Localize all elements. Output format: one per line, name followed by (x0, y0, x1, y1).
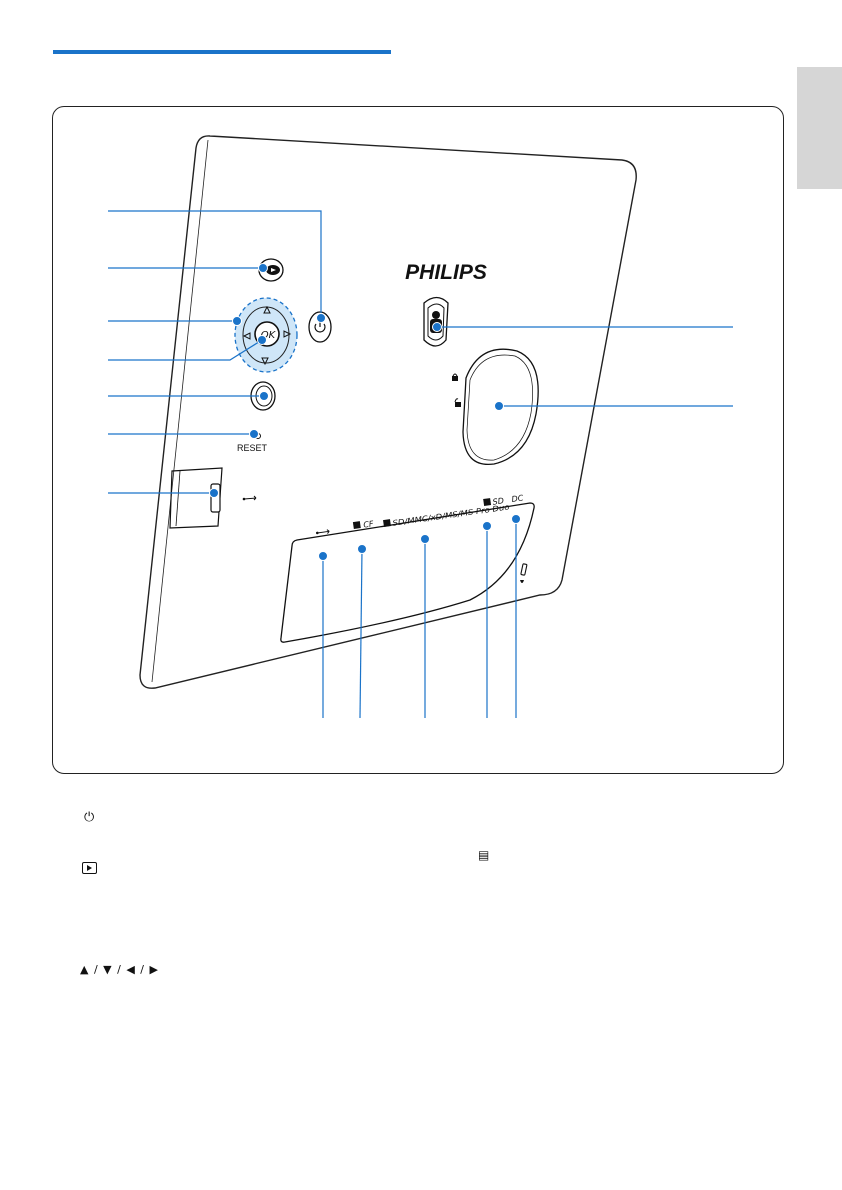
device-bezel-edge (151, 139, 209, 683)
callout-power (108, 210, 322, 318)
dot-port-usb (318, 551, 328, 561)
dot-menu (259, 391, 269, 401)
right-arrow-icon (283, 330, 292, 338)
down-arrow-icon (261, 357, 269, 366)
dot-ok (257, 335, 267, 345)
callout-dots (209, 263, 521, 561)
device-body (139, 135, 637, 689)
slideshow-icon (271, 268, 276, 272)
brand-logo: PHILIPS (405, 261, 487, 284)
port-panel (280, 502, 535, 643)
card-icon (383, 519, 391, 527)
header-accent-bar (53, 50, 391, 54)
legend-power-icon: ⏻ (84, 810, 95, 825)
up-arrow-icon (263, 305, 271, 314)
lock-icon (452, 373, 458, 381)
dot-port-dc (511, 514, 521, 524)
dot-stand (494, 401, 504, 411)
sd-slot-label: SD (483, 496, 504, 507)
dot-power (316, 313, 326, 323)
dc-label: DC (511, 493, 524, 504)
wall-mount-hole (423, 296, 449, 347)
unlock-icon (454, 398, 461, 407)
card-icon (483, 498, 492, 506)
dc-power-icon (520, 563, 528, 583)
dot-navigation (232, 316, 242, 326)
legend-menu-icon: ▤ (478, 848, 490, 862)
language-side-tab (797, 67, 842, 189)
sd-label: SD (492, 496, 504, 506)
legend-slideshow-icon (82, 862, 97, 877)
callout-port-cf (359, 548, 363, 719)
reset-label: RESET (237, 443, 268, 453)
dot-port-multi (420, 534, 430, 544)
callout-ok (108, 339, 263, 361)
card-icon (352, 521, 361, 530)
cf-label: CF (363, 519, 375, 529)
legend-arrows-icon: ▲ / ▼ / ◀ / ▶ (80, 963, 159, 976)
diagram-frame (52, 106, 784, 774)
port-usb-icon (315, 529, 330, 535)
usb-side-port (169, 467, 257, 529)
usb-icon (242, 495, 257, 501)
dot-port-cf (357, 544, 367, 554)
left-arrow-icon (242, 332, 251, 340)
dot-port-sd (482, 521, 492, 531)
dot-reset (249, 429, 259, 439)
dot-usb-side (209, 488, 219, 498)
callout-lines (108, 210, 733, 719)
dot-slideshow (258, 263, 268, 273)
dot-mount (432, 322, 442, 332)
ok-label: OK (261, 330, 277, 341)
cf-slot-label: CF (352, 519, 375, 530)
